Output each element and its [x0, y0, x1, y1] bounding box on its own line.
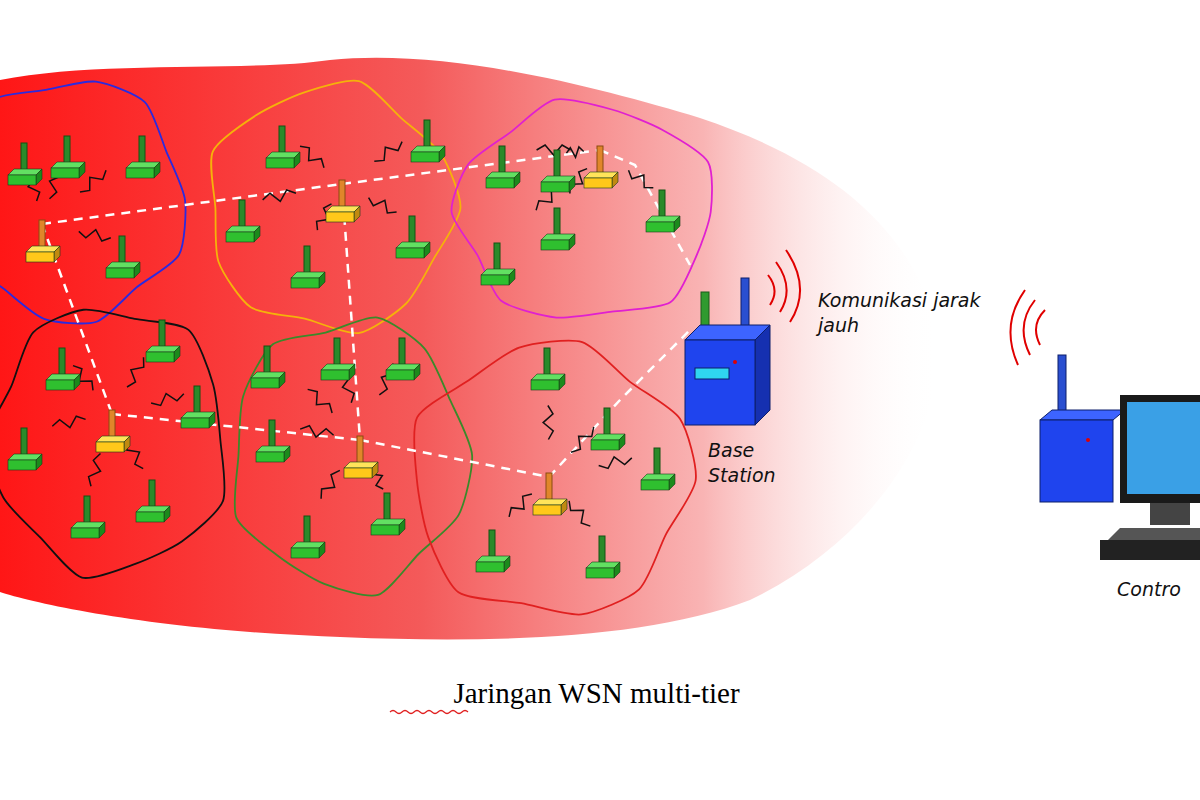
sensor-node	[46, 348, 80, 390]
cluster-link	[600, 150, 690, 265]
radio-link	[300, 146, 324, 168]
device-label: Contro	[1117, 577, 1197, 602]
radio-link	[374, 142, 402, 162]
cluster-outline	[451, 99, 712, 318]
sensor-node	[486, 146, 520, 188]
radio-link	[79, 230, 111, 241]
cluster-outline	[414, 341, 696, 615]
sensor-node	[256, 420, 290, 462]
radio-link	[599, 457, 632, 469]
sensor-node	[476, 530, 510, 572]
sensor-node	[586, 536, 620, 578]
spellcheck-underline	[390, 711, 468, 714]
cluster-head-node	[584, 146, 618, 188]
cluster-link	[360, 440, 549, 477]
cluster-outline	[211, 81, 460, 334]
sensor-node	[371, 493, 405, 535]
sensor-node	[226, 200, 260, 242]
cluster-link	[342, 150, 600, 184]
sensor-node	[8, 143, 42, 185]
radio-link	[571, 427, 594, 452]
figure-caption: Jaringan WSN multi-tier	[0, 677, 1193, 710]
device-label: Base Station	[708, 438, 808, 487]
controller-computer	[1010, 290, 1200, 560]
sensor-node	[411, 120, 445, 162]
radio-link	[321, 470, 340, 498]
sensor-node	[531, 348, 565, 390]
cluster-head-node	[326, 180, 360, 222]
cluster-outline	[235, 317, 473, 595]
sensor-node	[321, 338, 355, 380]
radio-link	[308, 389, 332, 413]
cluster-outline	[0, 310, 225, 579]
sensor-node	[71, 496, 105, 538]
radio-link	[151, 394, 184, 406]
radio-link	[629, 170, 654, 188]
radio-link	[127, 357, 144, 387]
sensor-node	[386, 338, 420, 380]
radio-link	[300, 426, 333, 437]
radio-link	[263, 190, 296, 201]
sensor-node	[126, 136, 160, 178]
cluster-link	[549, 330, 690, 477]
cluster-link	[42, 184, 342, 224]
sensor-node	[51, 136, 85, 178]
sensor-node	[146, 320, 180, 362]
field-region	[0, 58, 938, 640]
cluster-head-node	[26, 220, 60, 262]
sensor-node	[591, 408, 625, 450]
radio-link	[73, 366, 93, 391]
sensor-node	[8, 428, 42, 470]
sensor-node	[106, 236, 140, 278]
sensor-node	[641, 448, 675, 490]
cluster-head-node	[344, 436, 378, 478]
radio-link	[509, 494, 532, 517]
sensor-node	[181, 386, 215, 428]
cluster-head-node	[533, 473, 567, 515]
cluster-link	[342, 184, 360, 440]
radio-link	[543, 406, 553, 440]
radio-link	[89, 454, 101, 487]
cluster-head-node	[96, 410, 130, 452]
base-station-icon	[685, 250, 800, 425]
sensor-node	[541, 150, 575, 192]
sensor-node	[646, 190, 680, 232]
sensor-node	[291, 246, 325, 288]
sensor-node	[251, 346, 285, 388]
radio-link	[569, 501, 590, 526]
radio-link	[52, 416, 85, 428]
sensor-node	[481, 243, 515, 285]
sensor-node	[541, 208, 575, 250]
sensor-node	[291, 516, 325, 558]
sensor-node	[136, 480, 170, 522]
sensor-node	[396, 216, 430, 258]
radio-link	[566, 147, 583, 157]
sensor-node	[266, 126, 300, 168]
link-label: Komunikasi jarak jauh	[818, 288, 993, 337]
cluster-link	[112, 414, 360, 440]
cluster-outline	[0, 81, 185, 323]
radio-link	[369, 198, 397, 213]
